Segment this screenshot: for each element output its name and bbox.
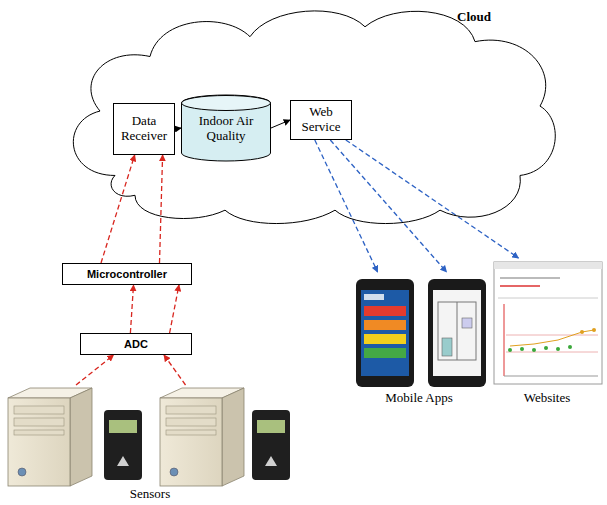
dashed-link: [130, 285, 133, 333]
node-label: Web Service: [293, 105, 349, 135]
sensor-device: [104, 410, 142, 480]
process-box: Microcontroller: [62, 263, 192, 285]
node-label: Websites: [524, 391, 571, 406]
cloud-region: Data Receiver Indoor Air Quality Web Servi…: [55, 2, 560, 228]
dashed-link: [76, 355, 114, 385]
phone-app: [356, 279, 414, 387]
process-box: Web Service: [290, 100, 352, 140]
node-label: Mobile Apps: [385, 391, 453, 406]
server-tower: [160, 388, 244, 486]
database-cylinder: Indoor Air Quality: [181, 95, 271, 161]
dashed-link: [160, 155, 163, 263]
node-label: ADC: [124, 338, 148, 351]
process-box: Data Receiver: [113, 103, 175, 155]
phone-app: [428, 279, 486, 387]
sensor-device: [252, 410, 290, 480]
dashed-link: [346, 140, 519, 258]
dashed-link: [164, 355, 186, 385]
dashed-link: [330, 140, 446, 272]
node-label: Indoor Air Quality: [184, 114, 268, 144]
dashed-link: [101, 155, 135, 263]
data-arrow: [271, 120, 290, 128]
dashed-link: [315, 140, 378, 272]
mobile-app-group: Mobile Apps: [350, 272, 488, 406]
node-label: Microcontroller: [87, 268, 167, 281]
region-title: Cloud: [457, 10, 491, 25]
node-label: Sensors: [130, 487, 170, 502]
dashed-link: [170, 285, 179, 333]
website-screenshot: [494, 262, 602, 384]
data-arrow: [175, 128, 181, 129]
node-label: Data Receiver: [116, 114, 172, 144]
server-tower: [8, 388, 92, 486]
sensor-group: Sensors: [2, 385, 298, 503]
process-box: ADC: [80, 333, 192, 355]
website-group: Websites: [490, 258, 604, 406]
